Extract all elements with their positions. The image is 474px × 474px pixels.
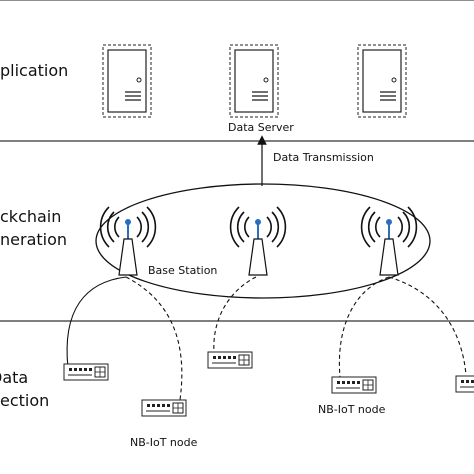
data-layer-label-line2: ection bbox=[0, 391, 50, 410]
application-layer-label: plication bbox=[0, 61, 69, 80]
blockchain-ellipse bbox=[95, 183, 431, 299]
data-collection-layer-box bbox=[0, 320, 474, 322]
data-server-label: Data Server bbox=[228, 121, 294, 134]
data-transmission-label: Data Transmission bbox=[273, 151, 374, 164]
base-station-tower-icon bbox=[360, 206, 418, 276]
data-server-icon bbox=[229, 44, 279, 118]
link-dashed bbox=[338, 276, 390, 378]
nbiot-node-icon bbox=[455, 375, 474, 393]
nbiot-node-label: NB-IoT node bbox=[318, 403, 386, 416]
nbiot-node-label: NB-IoT node bbox=[130, 436, 198, 449]
link-dashed bbox=[388, 276, 467, 376]
data-layer-label-line1: Data bbox=[0, 368, 29, 387]
base-station-label: Base Station bbox=[148, 264, 218, 277]
blockchain-layer-label-line1: ckchain bbox=[0, 207, 62, 226]
server-icon bbox=[102, 44, 152, 118]
server-icon bbox=[357, 44, 407, 118]
nbiot-node-icon bbox=[331, 376, 377, 394]
link-solid bbox=[66, 276, 127, 369]
blockchain-layer-label-line2: neration bbox=[0, 230, 68, 249]
nbiot-node-icon bbox=[141, 399, 187, 417]
base-station-tower-icon bbox=[229, 206, 287, 276]
blockchain-layer-box bbox=[0, 140, 474, 322]
nbiot-node-icon bbox=[63, 363, 109, 381]
link-dashed bbox=[213, 276, 257, 353]
link-dashed bbox=[125, 276, 183, 401]
nbiot-node-icon bbox=[207, 351, 253, 369]
